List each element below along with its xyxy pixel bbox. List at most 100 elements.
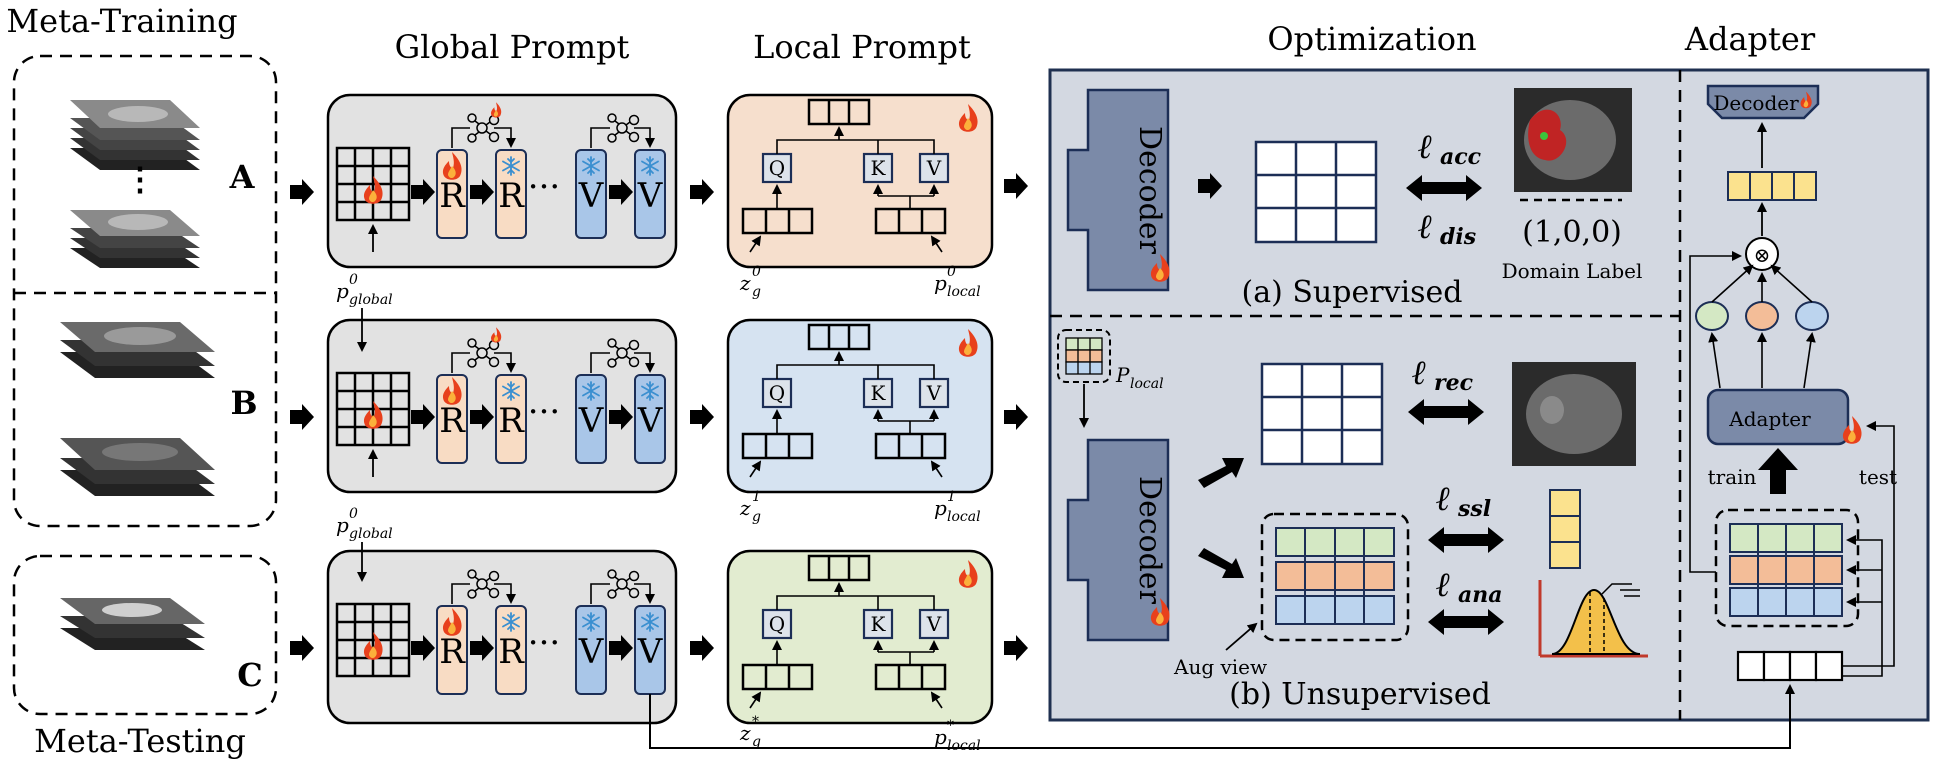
svg-text:p: p: [934, 725, 947, 749]
aug-features-box: [1260, 512, 1410, 642]
svg-text:g: g: [752, 509, 761, 525]
block-r: R: [498, 632, 525, 672]
p-global-label-2: p 0 global: [336, 506, 393, 542]
ct-scan-stack-icon: [70, 210, 200, 268]
adapter-features-box: [1714, 508, 1860, 628]
ellipsis: ···: [528, 623, 560, 663]
svg-text:z: z: [739, 496, 751, 520]
vertical-dots: ⋮: [124, 160, 156, 198]
svg-text:ℓ: ℓ: [1436, 565, 1451, 605]
loss-rec: ℓ rec: [1412, 353, 1474, 396]
loss-ssl: ℓ ssl: [1436, 479, 1491, 522]
svg-text:1: 1: [752, 489, 761, 505]
svg-text:ana: ana: [1458, 582, 1503, 608]
svg-text:1: 1: [947, 489, 956, 505]
ellipsis: ···: [528, 167, 560, 207]
meta-training-group: [12, 54, 278, 528]
decoder-down-arrow: [1198, 548, 1244, 578]
block-v-local: V: [926, 612, 942, 636]
svg-text:z: z: [739, 271, 751, 295]
block-v: V: [578, 176, 605, 216]
local-prompt-row-1: Q K V: [726, 93, 994, 269]
multiply-symbol: ⊗: [1754, 243, 1771, 267]
z-g-label-1: z 0 g: [739, 264, 761, 300]
ct-scan-stack-icon: [60, 438, 215, 496]
svg-text:p: p: [934, 496, 947, 520]
aug-view-arrow: [1225, 622, 1258, 651]
meta-testing-title: Meta-Testing: [34, 722, 246, 760]
block-r: R: [498, 401, 525, 441]
gaussian-curve-icon: [1538, 580, 1648, 658]
row-a-input-arrow: [290, 179, 314, 205]
local-prompt-title: Local Prompt: [753, 28, 971, 66]
svg-text:local: local: [947, 738, 981, 754]
local-to-opt-arrow: [1004, 404, 1028, 430]
svg-text:0: 0: [349, 506, 358, 522]
local-to-opt-arrow: [1004, 173, 1028, 199]
block-v: V: [637, 176, 664, 216]
svg-text:ssl: ssl: [1457, 496, 1491, 522]
global-to-local-arrow: [690, 635, 714, 661]
local-prompt-row-3: Q K V: [726, 549, 994, 725]
adapter-output-vector: [1727, 171, 1817, 201]
decoder-block: [1066, 438, 1170, 642]
svg-text:0: 0: [947, 264, 956, 280]
block-k: K: [871, 156, 887, 180]
decoder-label: Decoder: [1132, 476, 1167, 605]
svg-text:local: local: [947, 509, 981, 525]
loss-ana: ℓ ana: [1436, 565, 1503, 608]
supervised-caption: (a) Supervised: [1242, 275, 1463, 310]
ct-scan-stack-icon: [60, 598, 205, 650]
adapter-input-vector: [1736, 650, 1844, 682]
loss-acc: ℓ acc: [1418, 127, 1482, 170]
ellipsis: ···: [528, 392, 560, 432]
adapter-decoder-label: Decoder: [1713, 91, 1799, 115]
svg-text:ℓ: ℓ: [1436, 479, 1451, 519]
supervised-section: Decoder ℓ acc ℓ dis (1,0,0) Domain Label…: [1066, 88, 1643, 310]
block-v: V: [578, 401, 605, 441]
svg-text:global: global: [349, 526, 393, 542]
adapter-title: Adapter: [1684, 20, 1816, 58]
output-grid: [1254, 140, 1378, 244]
p-local-label-1: p 0 local: [934, 264, 981, 300]
domain-label-b: B: [230, 384, 257, 422]
svg-text:p: p: [934, 271, 947, 295]
svg-text:g: g: [752, 734, 761, 750]
block-k: K: [871, 381, 887, 405]
train-label: train: [1708, 465, 1757, 489]
weight-node-green: [1695, 301, 1729, 331]
weight-node-orange: [1745, 301, 1779, 331]
svg-text:*: *: [947, 718, 954, 734]
block-r: R: [498, 176, 525, 216]
svg-text:ℓ: ℓ: [1418, 207, 1433, 247]
global-prompt-row-2: R R ··· V V: [326, 318, 678, 494]
svg-text:ℓ: ℓ: [1418, 127, 1433, 167]
global-prompt-title: Global Prompt: [395, 28, 630, 66]
domain-label-c: C: [237, 656, 262, 694]
row-b-input-arrow: [290, 404, 314, 430]
p-local-label-3: p * local: [934, 718, 981, 754]
ct-scan-stack-icon: [70, 100, 200, 170]
block-r: R: [439, 176, 466, 216]
adapter-decoder-block: [1706, 84, 1820, 120]
reconstruction-grid: [1260, 362, 1384, 466]
block-v-local: V: [926, 156, 942, 180]
loss-dis: ℓ dis: [1418, 207, 1476, 250]
p-local-icon: [1057, 329, 1111, 383]
svg-text:acc: acc: [1440, 144, 1482, 170]
decoder-label: Decoder: [1132, 126, 1167, 255]
decoder-up-arrow: [1198, 458, 1244, 488]
block-r: R: [439, 632, 466, 672]
unsupervised-caption: (b) Unsupervised: [1229, 677, 1491, 712]
z-g-label-2: z 1 g: [739, 489, 761, 525]
svg-text:0: 0: [349, 272, 358, 288]
block-q: Q: [769, 381, 785, 405]
block-k: K: [871, 612, 887, 636]
domain-label-caption: Domain Label: [1502, 259, 1643, 283]
weight-node-blue: [1795, 301, 1829, 331]
block-v: V: [578, 632, 605, 672]
prompt-grid: [335, 146, 411, 222]
domain-vector: (1,0,0): [1522, 215, 1622, 250]
svg-text:0: 0: [752, 264, 761, 280]
